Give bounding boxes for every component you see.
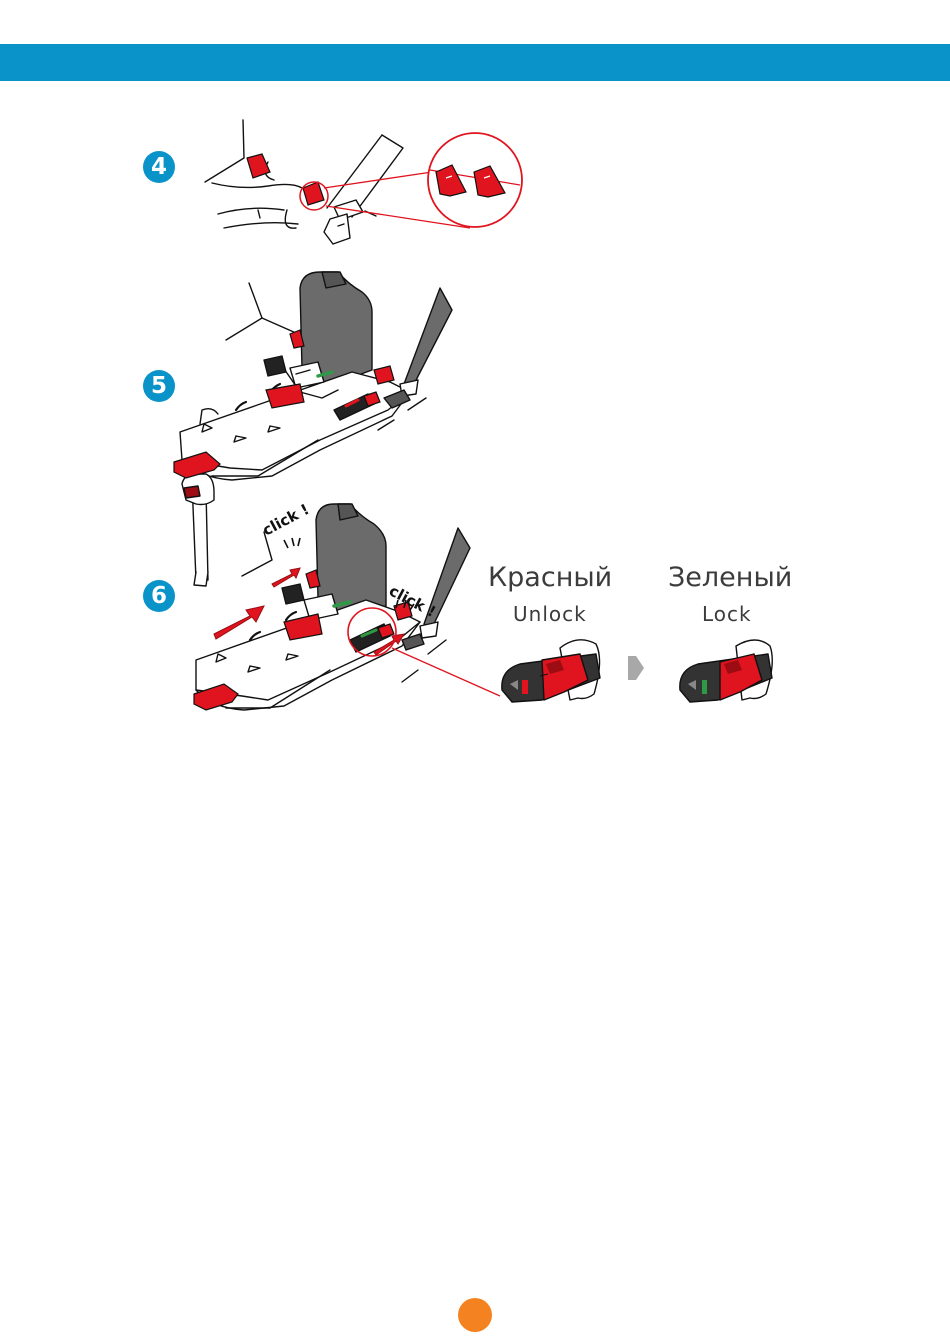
unlock-connector — [502, 640, 600, 702]
lock-state-ru-label: Зеленый — [668, 562, 792, 593]
click-label-left: click ! — [259, 500, 312, 539]
step-4-red-connectors — [247, 154, 324, 205]
unlock-state-en-label: Unlock — [513, 602, 587, 626]
lock-state-en-label: Lock — [702, 602, 752, 626]
unlock-state-ru-label: Красный — [488, 562, 612, 593]
page-marker-dot — [458, 1298, 492, 1332]
lock-connector — [680, 640, 772, 702]
arrow-right-icon — [628, 656, 644, 680]
step-4-illustration — [205, 120, 403, 244]
